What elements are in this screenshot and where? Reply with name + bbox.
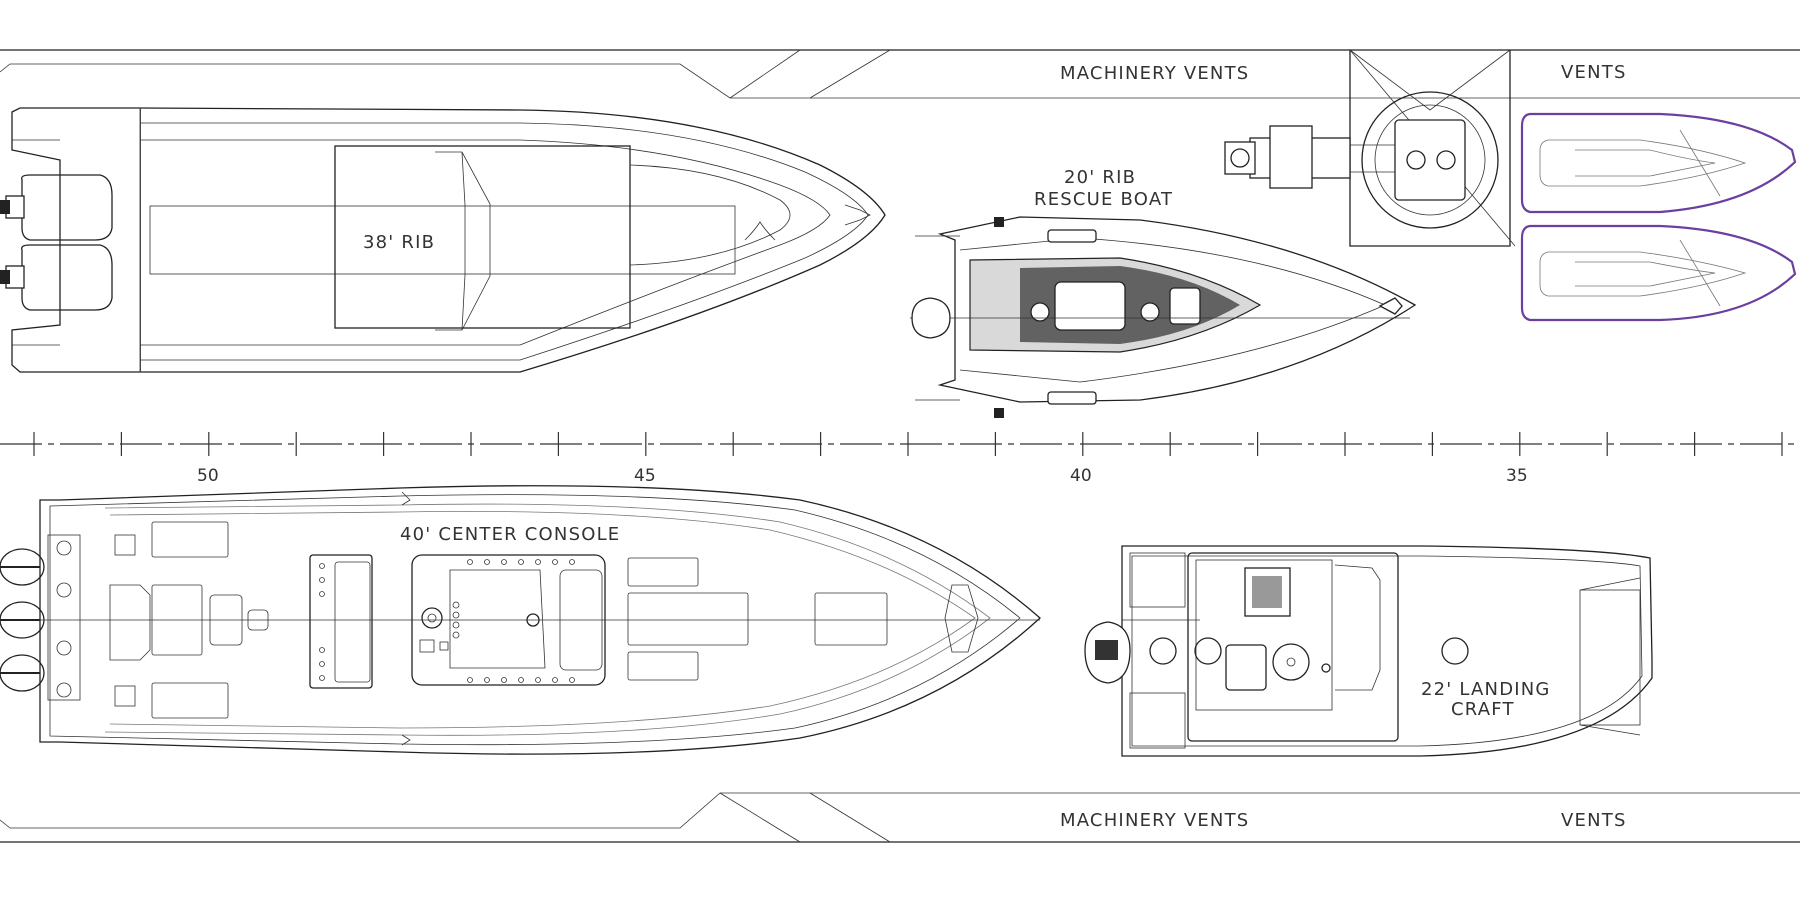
machinery-vents-label-top: MACHINERY VENTS	[1060, 63, 1249, 84]
rib-20-label-line2: RESCUE BOAT	[1034, 189, 1173, 210]
console-fitting-dot	[484, 559, 490, 565]
scale-label-40: 40	[1070, 466, 1092, 486]
davit-crane-drawing	[1224, 49, 1516, 247]
jet-ski-1-drawing	[1520, 112, 1797, 214]
console-fitting-dot	[501, 559, 507, 565]
landing-craft-label-line2: CRAFT	[1451, 699, 1515, 720]
triple-outboard-icon	[0, 548, 45, 692]
machinery-vents-label-bottom: MACHINERY VENTS	[1060, 810, 1249, 831]
console-fitting-dot	[518, 677, 524, 683]
console-fitting-dot	[501, 677, 507, 683]
center-console-label: 40' CENTER CONSOLE	[400, 524, 620, 545]
rib-38-drawing	[0, 107, 886, 373]
lower-bay-outline	[0, 792, 1800, 843]
console-fitting-dot	[484, 677, 490, 683]
outboard-engine-icon	[0, 174, 113, 311]
scale-label-35: 35	[1506, 466, 1528, 486]
rib-20-label-line1: 20' RIB	[1064, 167, 1136, 188]
rib-20-drawing	[910, 216, 1417, 418]
scale-label-50: 50	[197, 466, 219, 486]
vents-label-bottom: VENTS	[1561, 810, 1627, 831]
rib-38-label: 38' RIB	[363, 232, 435, 253]
console-fitting-dot	[552, 677, 558, 683]
landing-craft-label-line1: 22' LANDING	[1421, 679, 1551, 700]
jet-ski-2-drawing	[1520, 224, 1797, 322]
landing-craft-22-drawing	[1084, 545, 1653, 757]
console-fitting-dot	[467, 677, 473, 683]
vents-label-top: VENTS	[1561, 62, 1627, 83]
console-fitting-dot	[535, 677, 541, 683]
center-console-40-drawing	[0, 485, 1041, 755]
console-fitting-dot	[569, 559, 575, 565]
upper-bay-outline	[0, 49, 1800, 99]
console-fitting-dot	[467, 559, 473, 565]
console-fitting-dot	[552, 559, 558, 565]
scale-line	[0, 432, 1800, 456]
scale-label-45: 45	[634, 466, 656, 486]
console-fitting-dot	[518, 559, 524, 565]
console-fitting-dot	[569, 677, 575, 683]
console-fitting-dot	[535, 559, 541, 565]
